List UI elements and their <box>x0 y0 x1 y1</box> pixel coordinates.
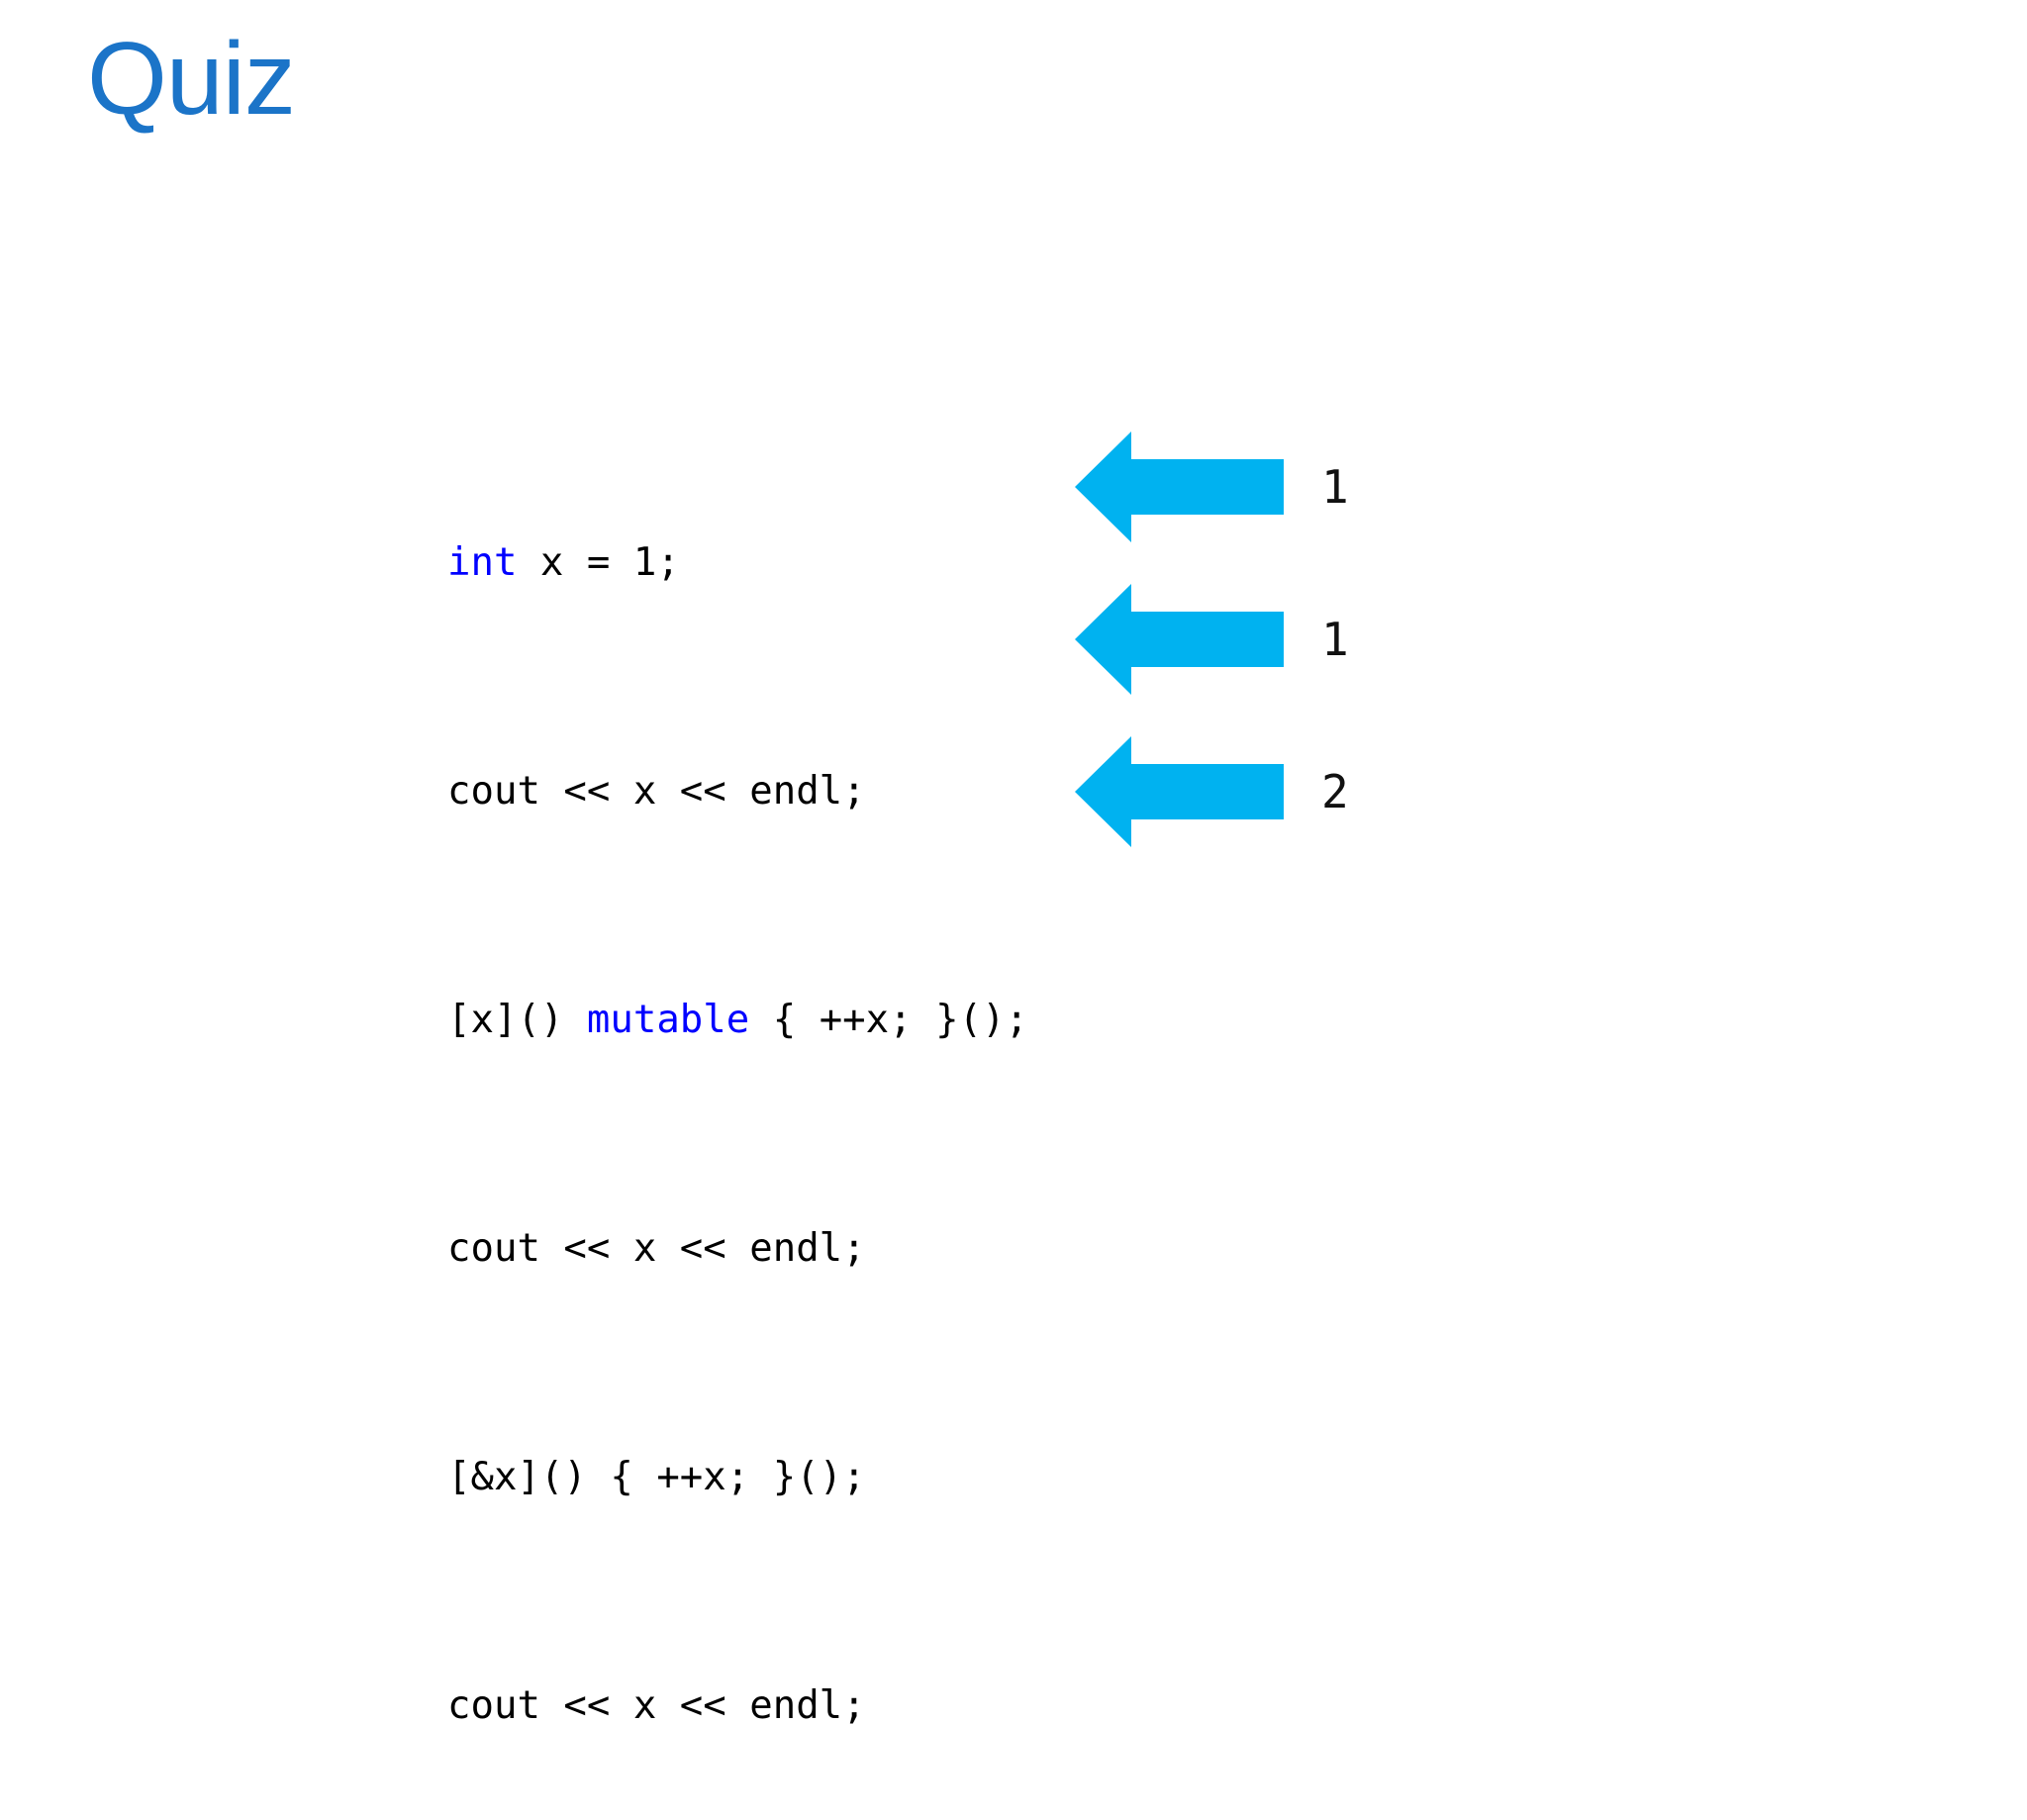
answer-value-1: 1 <box>1321 460 1349 514</box>
answer-value-2: 1 <box>1321 613 1349 666</box>
code-line-2: cout << x << endl; <box>447 753 1028 829</box>
code-line-4: cout << x << endl; <box>447 1210 1028 1287</box>
slide-title: Quiz <box>87 22 296 137</box>
code-text: x = 1; <box>517 540 680 585</box>
annotation-row-2: 1 <box>1075 584 1349 695</box>
left-arrow-icon <box>1075 736 1284 847</box>
code-line-3: [x]() mutable { ++x; }(); <box>447 982 1028 1058</box>
annotation-row-3: 2 <box>1075 736 1349 847</box>
left-arrow-icon <box>1075 431 1284 542</box>
code-line-5: [&x]() { ++x; }(); <box>447 1439 1028 1515</box>
code-line-6: cout << x << endl; <box>447 1668 1028 1744</box>
code-text: [x]() <box>447 998 587 1042</box>
code-text: [&x]() { ++x; }(); <box>447 1455 866 1499</box>
code-line-1: int x = 1; <box>447 525 1028 601</box>
code-text: cout << x << endl; <box>447 1683 866 1728</box>
left-arrow-icon <box>1075 584 1284 695</box>
arrow-shape <box>1075 584 1284 695</box>
code-block: int x = 1; cout << x << endl; [x]() muta… <box>447 372 1028 1820</box>
answer-value-3: 2 <box>1321 765 1349 818</box>
keyword-mutable: mutable <box>586 998 750 1042</box>
code-text: { ++x; }(); <box>749 998 1029 1042</box>
arrow-shape <box>1075 431 1284 542</box>
arrow-shape <box>1075 736 1284 847</box>
code-text: cout << x << endl; <box>447 1226 866 1271</box>
code-text: cout << x << endl; <box>447 769 866 814</box>
annotation-row-1: 1 <box>1075 431 1349 542</box>
keyword-int: int <box>447 540 518 585</box>
